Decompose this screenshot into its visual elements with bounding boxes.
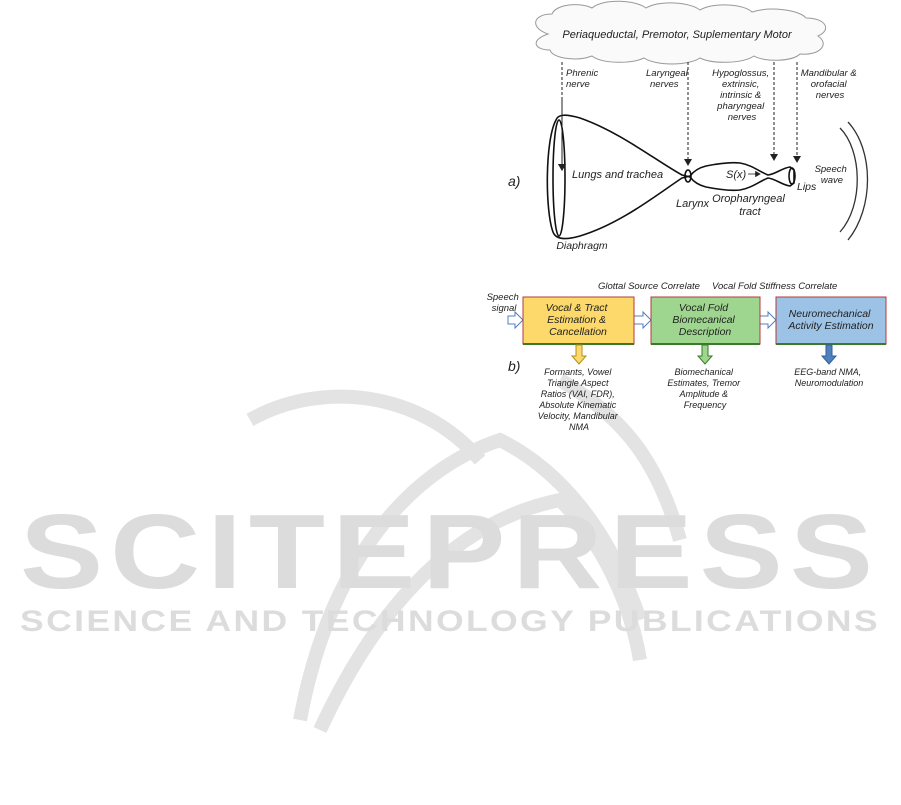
speech-wave-icon — [839, 121, 869, 241]
stiffness-correlate-label: Vocal Fold Stiffness Correlate — [712, 281, 837, 292]
panel-b-tag: b) — [508, 358, 520, 374]
mandibular-label: Mandibular & orofacial nerves — [801, 68, 860, 101]
box-vocal-fold: Vocal Fold Biomecanical Description — [650, 296, 761, 345]
lips-ellipse — [788, 167, 796, 185]
box-vocal-tract: Vocal & Tract Estimation & Cancellation — [522, 296, 635, 345]
cloud-shape — [535, 0, 827, 65]
larynx-label: Larynx — [676, 198, 710, 210]
box1-text: Vocal & Tract Estimation & Cancellation — [546, 302, 611, 338]
input-arrow — [507, 310, 524, 330]
box2-box3-arrow — [759, 310, 777, 330]
diaphragm-ellipse — [552, 119, 566, 237]
out1-text: Formants, Vowel Triangle Aspect Ratios (… — [538, 367, 621, 432]
oropharyngeal-label: Oropharyngeal tract — [712, 193, 788, 218]
watermark-brand: SCITEPRESS — [20, 493, 880, 611]
box3-text: Neuromechanical Activity Estimation — [787, 308, 873, 332]
lips-label: Lips — [797, 181, 817, 193]
speech-signal-label: Speech signal — [487, 292, 522, 314]
panel-a: Periaqueductal, Premotor, Suplementary M… — [508, 0, 869, 252]
cloud-label: Periaqueductal, Premotor, Suplementary M… — [562, 29, 793, 41]
sx-label: S(x) — [726, 169, 747, 181]
phrenic-label: Phrenic nerve — [566, 68, 601, 90]
lungs-label: Lungs and trachea — [572, 169, 663, 181]
diaphragm-label: Diaphragm — [556, 240, 608, 252]
out1-arrow — [570, 344, 588, 365]
flow-arrows — [507, 310, 777, 330]
speech-wave-label: Speech wave — [815, 164, 850, 186]
box1-box2-arrow — [633, 310, 652, 330]
box-neuromechanical: Neuromechanical Activity Estimation — [775, 296, 887, 345]
laryngeal-label: Laryngeal nerves — [646, 68, 690, 90]
out2-arrow — [696, 344, 714, 365]
glottal-correlate-label: Glottal Source Correlate — [598, 281, 700, 292]
watermark: SCITEPRESS SCIENCE AND TECHNOLOGY PUBLIC… — [20, 373, 880, 733]
out3-arrow — [820, 344, 838, 365]
lungs-outline — [546, 114, 795, 240]
larynx-ellipse — [684, 169, 692, 183]
out3-text: EEG-band NMA, Neuromodulation — [794, 367, 864, 388]
panel-a-tag: a) — [508, 173, 520, 189]
hypoglossus-label: Hypoglossus, extrinsic, intrinsic & phar… — [712, 68, 772, 123]
vocal-tract-shape — [546, 114, 796, 240]
output-arrows — [570, 344, 838, 365]
watermark-tagline: SCIENCE AND TECHNOLOGY PUBLICATIONS — [20, 605, 880, 638]
watermark-book-icon — [246, 373, 687, 733]
box2-text: Vocal Fold Biomecanical Description — [672, 302, 737, 338]
panel-b: Glottal Source Correlate Vocal Fold Stif… — [487, 281, 887, 432]
out2-text: Biomechanical Estimates, Tremor Amplitud… — [667, 367, 742, 410]
